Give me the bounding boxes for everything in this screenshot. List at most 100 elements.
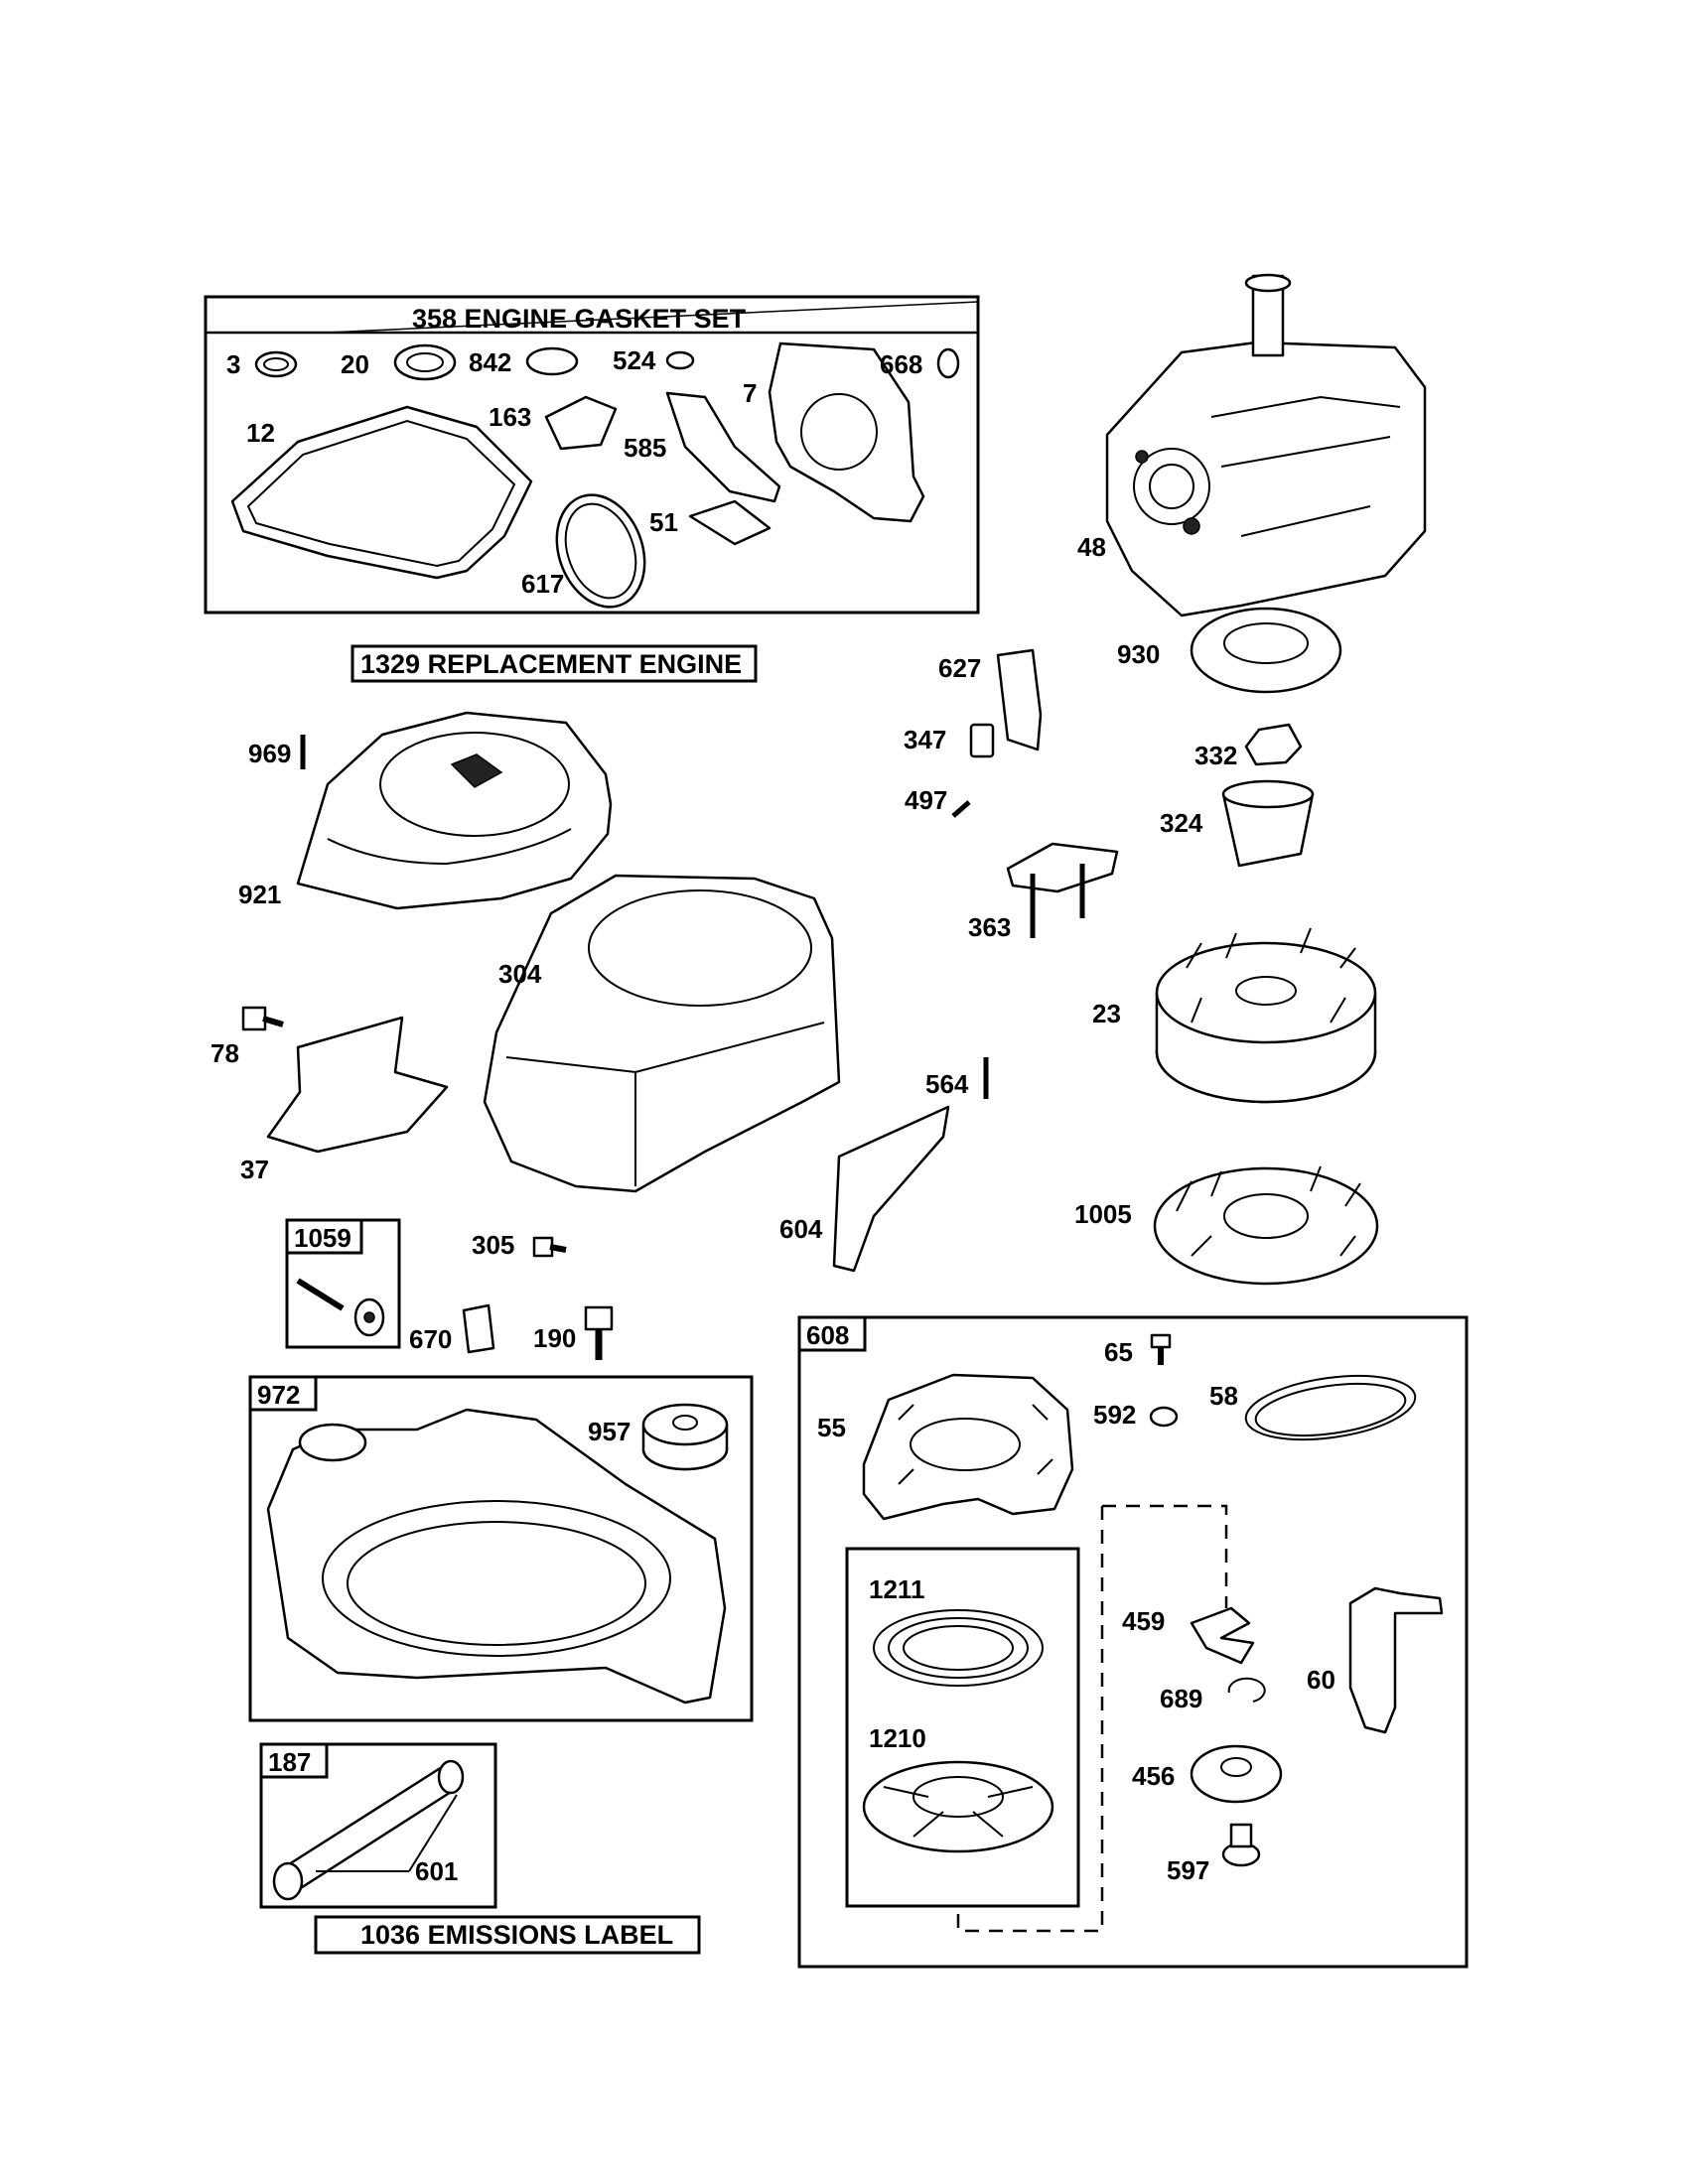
label-921: 921 [238, 880, 281, 909]
spring-1211-part [873, 1609, 1044, 1687]
starter-housing-55-part [862, 1373, 1074, 1521]
gasket-842-part [525, 346, 579, 376]
head-gasket-7-part [768, 341, 925, 523]
screw-497-part [951, 800, 971, 818]
shroud-cover-921-part [296, 711, 613, 910]
label-51: 51 [649, 507, 678, 537]
label-60: 60 [1307, 1665, 1335, 1695]
label-305: 305 [472, 1230, 514, 1260]
kit-1059-label: 1059 [294, 1223, 351, 1253]
blower-housing-304-part [483, 874, 841, 1193]
fuel-line-187-part [272, 1759, 465, 1901]
fuel-cap-957-part [641, 1403, 729, 1471]
bolt-305-part [532, 1236, 567, 1258]
label-592: 592 [1093, 1400, 1136, 1430]
label-1211: 1211 [869, 1574, 924, 1604]
baffle-37-part [266, 1016, 449, 1154]
label-957: 957 [588, 1417, 631, 1446]
label-58: 58 [1209, 1381, 1238, 1411]
pulley-kit-box [845, 1547, 1080, 1908]
label-78: 78 [210, 1038, 239, 1068]
label-347: 347 [904, 725, 946, 754]
label-7: 7 [743, 378, 757, 408]
nut-592-part [1149, 1406, 1179, 1428]
label-163: 163 [489, 402, 531, 432]
label-597: 597 [1167, 1855, 1209, 1885]
label-564: 564 [925, 1069, 969, 1099]
label-12: 12 [246, 418, 275, 448]
guard-604-part [832, 1105, 950, 1273]
kit-1059-tag [285, 1218, 363, 1255]
screw-597-part [1221, 1823, 1261, 1867]
seal-668-part [936, 347, 960, 379]
label-601: 601 [415, 1856, 458, 1886]
label-363: 363 [968, 912, 1011, 942]
ring-524-part [665, 350, 695, 370]
kit-608-label: 608 [806, 1320, 849, 1350]
label-23: 23 [1092, 999, 1121, 1028]
handle-60-part [1348, 1586, 1444, 1734]
label-65: 65 [1104, 1337, 1133, 1367]
label-668: 668 [880, 349, 922, 379]
stud-190-part [584, 1305, 614, 1360]
label-304: 304 [498, 959, 542, 989]
gasket-585-part [665, 391, 781, 503]
kit-187-box [259, 1742, 497, 1909]
label-55: 55 [817, 1413, 846, 1442]
clip-689-part [1227, 1677, 1266, 1703]
kit-972-label: 972 [257, 1380, 300, 1410]
kit-608-tag [797, 1315, 867, 1352]
crankcase-gasket-12-part [230, 405, 533, 580]
plate-627-part [996, 648, 1043, 751]
label-324: 324 [1160, 808, 1203, 838]
label-670: 670 [409, 1324, 452, 1354]
armature-930-part [1190, 607, 1342, 694]
pulley-1210-part [862, 1760, 1054, 1853]
label-617: 617 [521, 569, 564, 599]
flywheel-23-part [1155, 927, 1377, 1104]
kit-972-tag [248, 1375, 318, 1412]
label-48: 48 [1077, 532, 1106, 562]
kit-187-label: 187 [268, 1747, 311, 1777]
dog-459-part [1190, 1606, 1255, 1665]
label-1005: 1005 [1074, 1199, 1132, 1229]
label-497: 497 [905, 785, 947, 815]
label-689: 689 [1160, 1684, 1202, 1713]
label-585: 585 [624, 433, 666, 463]
bracket-363-part [1006, 842, 1119, 938]
label-190: 190 [533, 1323, 576, 1353]
replacement-engine-label: 1329 REPLACEMENT ENGINE [360, 649, 742, 679]
leader-601-b [408, 1794, 458, 1872]
starter-rope-58-part [1244, 1374, 1417, 1441]
bolt-1059-part [296, 1278, 345, 1311]
gasket-set-group: 358 ENGINE GASKET SET 3 20 842 524 7 668… [204, 295, 980, 614]
label-930: 930 [1117, 639, 1160, 669]
label-524: 524 [613, 345, 656, 375]
kit-187-tag [259, 1742, 329, 1779]
fan-1005-part [1153, 1165, 1379, 1286]
fuel-tank-972-part [266, 1408, 727, 1705]
label-604: 604 [779, 1214, 823, 1244]
label-459: 459 [1122, 1606, 1165, 1636]
bolt-65-part [1150, 1333, 1172, 1365]
emissions-label-text: 1036 EMISSIONS LABEL [360, 1920, 673, 1950]
label-37: 37 [240, 1155, 269, 1184]
label-1210: 1210 [869, 1723, 926, 1753]
assembly-dashed-lines [956, 1504, 1228, 1933]
seal-20-part [393, 343, 457, 381]
label-627: 627 [938, 653, 981, 683]
spacer-670-part [462, 1303, 495, 1354]
kit-972-box [248, 1375, 754, 1722]
washer-3-part [254, 350, 298, 378]
gasket-set-box [204, 295, 980, 614]
o-ring-617-part [555, 493, 646, 609]
retainer-456-part [1190, 1744, 1283, 1804]
bolt-78-part [241, 1006, 284, 1031]
label-20: 20 [341, 349, 369, 379]
gasket-51-part [688, 499, 772, 546]
label-842: 842 [469, 347, 511, 377]
engine-block-48-part [1105, 273, 1427, 617]
replacement-engine-box [351, 644, 758, 683]
gasket-set-title: 358 ENGINE GASKET SET [412, 304, 747, 334]
